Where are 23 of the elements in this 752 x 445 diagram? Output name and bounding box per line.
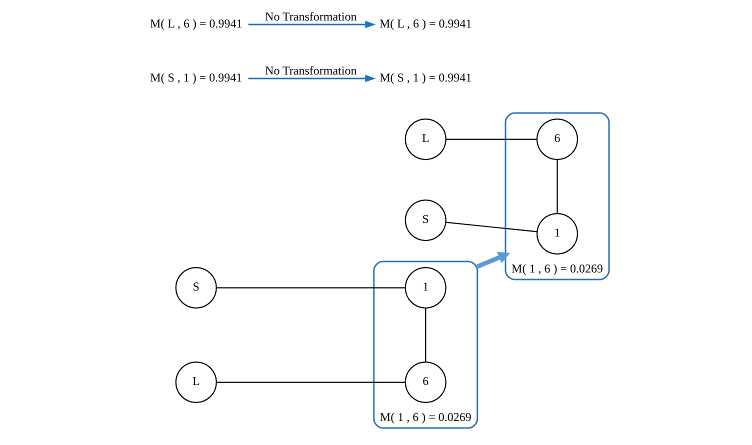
node-circle: L [174, 361, 216, 404]
connector [424, 308, 426, 362]
node-text: M( S , 1 ) = 0.9941 [150, 70, 242, 84]
edge-label: No Transformation [264, 64, 356, 78]
connector [216, 382, 405, 383]
node-text: M( L , 6 ) = 0.9941 [149, 16, 242, 30]
node-text: M( L , 6 ) = 0.9941 [378, 16, 472, 30]
connector [556, 160, 558, 214]
node-circle: L [404, 118, 446, 160]
arrow [248, 20, 376, 28]
node-circle: 6 [404, 361, 446, 404]
arrow [248, 74, 376, 82]
node-circle: S [174, 266, 216, 309]
node-circle: 6 [536, 118, 578, 160]
connector [445, 222, 537, 232]
node-circle: 1 [536, 212, 578, 255]
connector [216, 287, 405, 288]
node-circle: S [404, 199, 446, 242]
node-text: M( S , 1 ) = 0.9941 [379, 70, 472, 84]
edge-label: No Transformation [264, 10, 356, 24]
connector [446, 138, 536, 140]
node-circle: 1 [404, 266, 446, 309]
arrow [476, 252, 510, 269]
